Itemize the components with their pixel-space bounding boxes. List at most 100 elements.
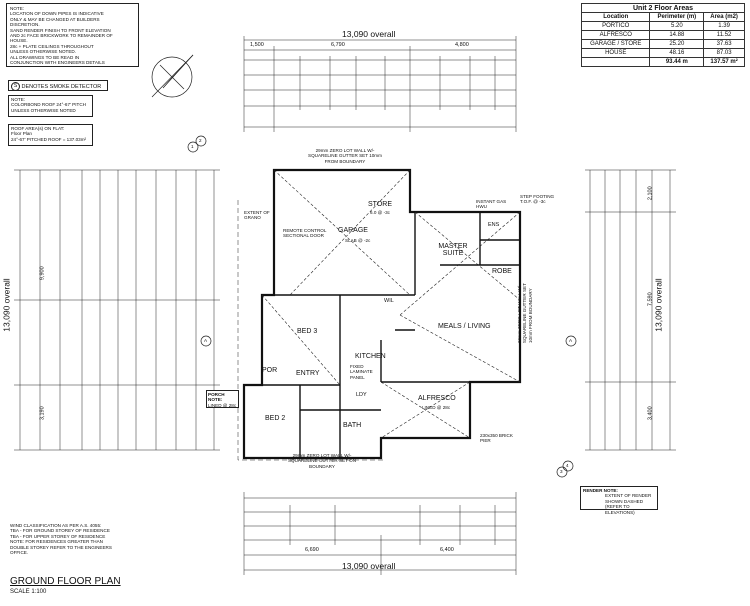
table-total-row: 93.44 m 137.57 m² [580,57,745,67]
note-line: UNLESS OTHERWISE NOTED. [10,49,77,55]
smoke-detector-label: DENOTES SMOKE DETECTOR [21,83,102,90]
north-arrow-icon [151,54,194,98]
note-line: CONJUNCTION WITH ENGINEERS DETAILS [10,60,105,66]
note-line: 28c + PLATE CEILINGS THROUGHOUT [10,43,94,49]
render-note-line: (REFER TO ELEVATIONS) [605,504,635,515]
smoke-detector-icon: S [11,82,20,91]
right-dimension-lines [585,169,676,451]
note-line: SAND RENDER FINISH TO FRONT ELEVATION [10,27,111,33]
room-label-ens: ENS [488,222,500,228]
section-marker-label: 3 [560,469,563,474]
render-note: RENDER NOTE: EXTENT OF RENDER SHOWN DASH… [580,486,658,515]
notes-heading: NOTE: [10,6,25,11]
room-label-master-suite: MASTER SUITE [438,243,468,257]
dimension-label: 9,900 [39,266,46,281]
dimension-label: 6,690 [305,547,319,553]
zero-lot-wall-top-note: 29mm ZERO LOT WALL W/- SQUARELINE GUTTER… [308,148,382,164]
dimension-label: 7,590 [647,292,654,307]
note-line: LOCATION OF DOWN PIPES IS INDICATIVE [10,11,104,17]
note-line: HOUSE. [10,38,28,44]
roof-note-line: COLORBOND ROOF 24°-67' PITCH [11,102,86,108]
render-note-title: RENDER NOTE: [583,488,618,493]
section-marker-label: 2 [199,138,202,143]
zero-lot-wall-right-note: 29mm ZERO LOT WALL W/- SQUARELINE GUTTER… [516,283,533,344]
fixed-panel-note: FIXED LAMINATE PANEL [350,364,373,380]
porch-note-detail: LINED @ 28c [208,402,237,408]
roof-note-line: NOTE: [11,97,26,102]
overall-dimension-top: 13,090 overall [342,29,396,39]
section-a-marker: A [569,338,573,343]
zero-lot-wall-bottom-note: 29mm ZERO LOT WALL W/- SQUARELINE GUTTER… [287,453,357,469]
section-marker-label: 1 [191,144,194,149]
wind-note-line: WIND CLASSIFICATION AS PER A.S. 4055: [10,523,102,528]
room-label-robe: ROBE [492,268,512,275]
wind-note-line: TBA - FOR GROUND STOREY OF RESIDENCE [10,528,110,534]
room-label-wil: WIL [384,298,394,304]
render-note-line: EXTENT OF RENDER [605,493,652,499]
top-dimension-lines [243,36,517,132]
roof-hip-lines [261,169,521,439]
dimension-label: 6,400 [440,547,454,553]
hot-water-note: INSTANT GAS HWU [476,199,507,210]
brick-pier-note: 230x350 BRICK PIER [480,433,513,444]
porch-note-title: PORCH NOTE: [208,392,225,403]
room-label-garage: GARAGE [338,227,368,234]
room-label-store: STORE [368,201,392,208]
extent-grano-note: EXTENT OF GRANO [244,210,270,221]
remote-door-note: REMOTE CONTROL SECTIONAL DOOR [283,228,327,239]
dimension-label: 3,190 [39,406,46,421]
porch-note: PORCH NOTE: LINED @ 28c [206,390,239,408]
cell: 137.57 m² [703,57,745,67]
dimension-label: 4,800 [455,42,469,48]
garage-slab: SLAB @ -2c [345,238,371,243]
overall-dimension-right: 13,090 overall [653,278,664,332]
room-label-por: POR [262,367,278,374]
floor-areas-table: Unit 2 Floor Areas Location Perimeter (m… [580,3,745,70]
dimension-label: 6,790 [331,42,345,48]
render-note-line: SHOWN DASHED [605,498,644,504]
section-a-marker: A [204,338,208,343]
room-label-meals-living: MEALS / LIVING [438,323,491,330]
room-label-alfresco: ALFRESCO [418,395,456,402]
section-marker-icons [187,135,577,478]
note-line: DISCRETION. [10,22,40,28]
dimension-label: 2,100 [647,186,654,201]
note-line: ALL DRAWINGS TO BE READ IN [10,54,80,60]
room-label-bed3: BED 3 [297,328,318,335]
render-extent-line [237,200,386,461]
room-label-kitchen: KITCHEN [355,353,386,360]
wind-note-line: OFFICE. [10,550,29,556]
wind-note-line: TBA - FOR UPPER STOREY OF RESIDENCE [10,533,106,539]
room-label-bed2: BED 2 [265,415,286,422]
bottom-dimension-lines [243,492,517,575]
roof-area-note: ROOF AREA(s) ON FLAT: Floor Plan 24°-67'… [8,124,93,146]
smoke-detector-legend: S DENOTES SMOKE DETECTOR [8,80,108,91]
roof-note-line: UNLESS OTHERWISE NOTED [11,107,76,113]
alfresco-lining: LINED @ 28c [422,405,451,410]
plan-title: GROUND FLOOR PLAN [10,576,121,587]
wind-classification-note: WIND CLASSIFICATION AS PER A.S. 4055: TB… [10,523,130,555]
roof-area-line: Floor Plan [11,131,32,137]
plan-scale: SCALE 1:100 [10,589,47,595]
dimension-label: 3,400 [647,406,654,421]
note-line: ONLY & MAY BE CHANGED AT BUILDERS [10,16,100,22]
general-notes: NOTE: LOCATION OF DOWN PIPES IS INDICATI… [6,3,139,67]
step-footing-note: STEP FOOTING T.O.F. @ -3c [520,194,555,205]
roof-note: NOTE: COLORBOND ROOF 24°-67' PITCH UNLES… [8,95,93,117]
dimension-label: 1,500 [250,42,264,48]
roof-area-line: ROOF AREA(s) ON FLAT: [11,126,65,131]
interior-walls [262,211,520,458]
section-marker-label: 4 [566,463,569,468]
store-level: 6.0 @ -3c [370,210,390,215]
wind-note-line: DOUBLE STOREY REFER TO THE ENGINEERS [10,544,112,550]
roof-area-line: 24°-67' PITCHED ROOF = 137.03m² [11,136,87,142]
wind-note-line: NOTE: FOR RESIDENCES GREATER THAN [10,539,103,545]
overall-dimension-bottom: 13,090 overall [342,561,396,571]
cell [580,57,651,67]
room-label-entry: ENTRY [296,370,320,377]
overall-dimension-left: 13,090 overall [1,278,12,332]
room-label-bath: BATH [343,422,362,429]
room-label-ldy: LDY [356,392,367,398]
note-line: AND 2c FACE BRICKWORK TO REMAINDER OF [10,33,113,39]
